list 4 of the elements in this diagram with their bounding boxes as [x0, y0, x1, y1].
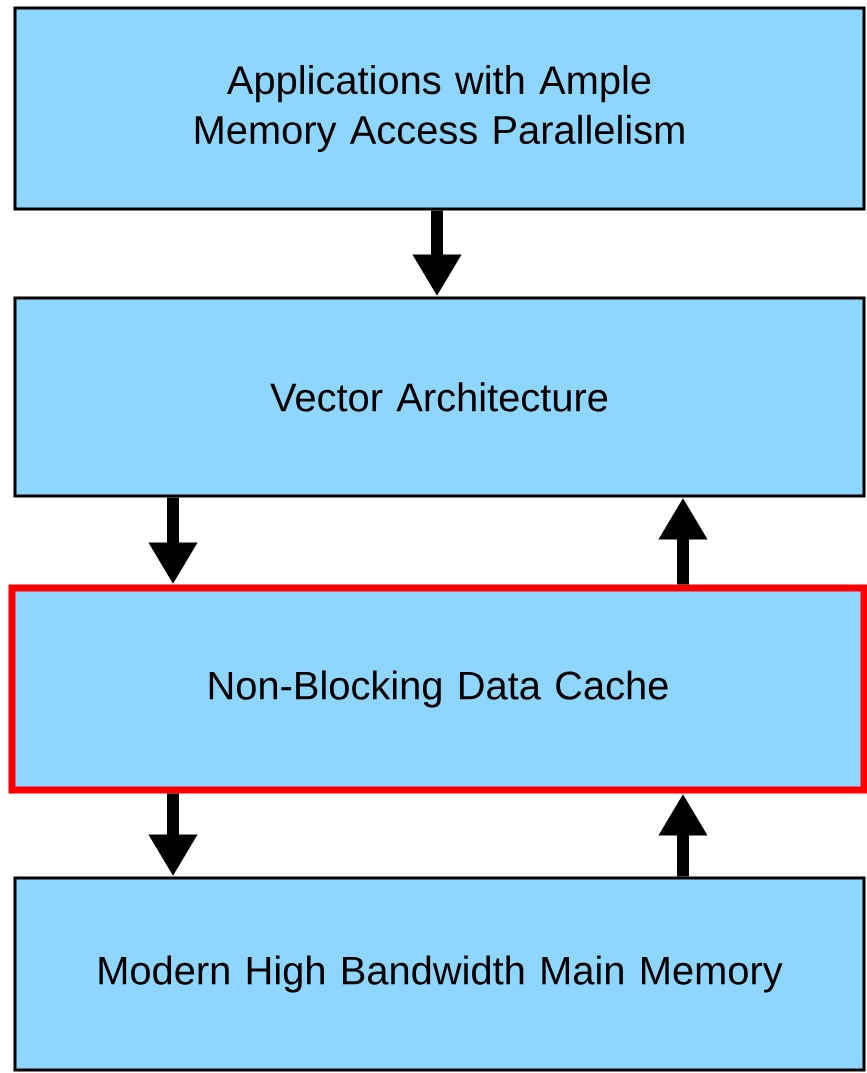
- process-box: Modern High Bandwidth Main Memory: [13, 876, 866, 1072]
- process-box: Applications with Ample Memory Access Parallelism: [13, 6, 866, 211]
- process-box: Non-Blocking Data Cache: [8, 584, 867, 794]
- process-box: Vector Architecture: [13, 296, 866, 498]
